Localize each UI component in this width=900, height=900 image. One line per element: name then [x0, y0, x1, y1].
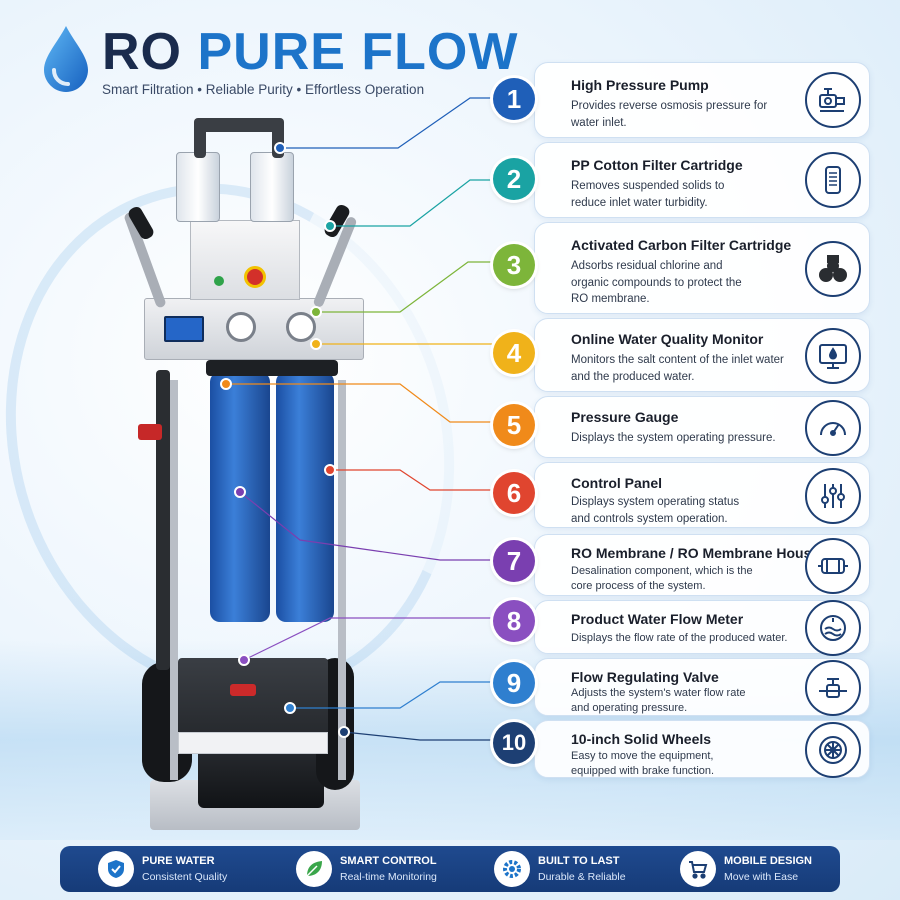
footer-feature-name: BUILT TO LAST	[538, 855, 620, 867]
shield-check-icon	[98, 851, 134, 887]
footer-feature-name: PURE WATER	[142, 855, 215, 867]
feature-title: Pressure Gauge	[571, 409, 679, 425]
feature-number-badge: 9	[493, 662, 535, 704]
carbon-filter-housing	[250, 152, 294, 222]
water-quality-display-icon	[164, 316, 204, 342]
footer-feature-sub: Durable & Reliable	[538, 871, 626, 883]
feature-number-badge: 4	[493, 332, 535, 374]
feature-desc: Adsorbs residual chlorine and organic co…	[571, 260, 742, 305]
membrane-housing-left	[210, 372, 270, 622]
feature-desc: Displays the system operating pressure.	[571, 432, 776, 444]
top-pipe-left	[194, 118, 206, 158]
feature-card-water-quality-monitor: Online Water Quality Monitor Monitors th…	[534, 318, 870, 392]
feature-number-badge: 1	[493, 78, 535, 120]
feature-title: Online Water Quality Monitor	[571, 331, 764, 347]
top-piping	[194, 118, 284, 132]
ro-machine-illustration	[120, 110, 370, 830]
footer-feature-name: SMART CONTROL	[340, 855, 437, 867]
feature-number-badge: 6	[493, 472, 535, 514]
feature-number-badge: 10	[493, 722, 535, 764]
pressure-gauge-icon	[286, 312, 316, 342]
flow-meter-icon	[805, 600, 861, 656]
brand-tagline: Smart Filtration • Reliable Purity • Eff…	[102, 82, 425, 97]
feature-title: High Pressure Pump	[571, 77, 709, 93]
emergency-stop-button-icon	[244, 266, 266, 288]
feature-card-flow-meter: Product Water Flow Meter Displays the fl…	[534, 600, 870, 656]
carbon-granules-icon	[805, 241, 861, 297]
pp-cotton-filter-housing	[176, 152, 220, 222]
gear-icon	[494, 851, 530, 887]
side-pipe-left	[156, 370, 170, 670]
feature-card-ro-membrane: RO Membrane / RO Membrane Housing Desali…	[534, 534, 870, 596]
white-bracket	[178, 732, 328, 754]
feature-desc: Provides reverse osmosis pressure for wa…	[571, 100, 768, 129]
feature-card-control-panel: Control Panel Displays system operating …	[534, 462, 870, 528]
feature-card-flow-regulating-valve: Flow Regulating Valve Adjusts the system…	[534, 658, 870, 716]
feature-desc: Monitors the salt content of the inlet w…	[571, 354, 784, 383]
footer-feature-sub: Real-time Monitoring	[340, 871, 437, 883]
frame-post-right	[338, 380, 346, 780]
feature-desc: Displays system operating status and con…	[571, 496, 740, 525]
footer-feature-bar: PURE WATER Consistent Quality SMART CONT…	[60, 846, 840, 892]
feature-title: 10-inch Solid Wheels	[571, 731, 712, 747]
feature-card-pp-cotton-filter: PP Cotton Filter Cartridge Removes suspe…	[534, 142, 870, 218]
green-indicator-light	[214, 276, 224, 286]
leaf-icon	[296, 851, 332, 887]
housing-caps	[206, 360, 338, 376]
feature-desc: Desalination component, which is the cor…	[571, 565, 753, 592]
pump-icon	[805, 72, 861, 128]
feature-title: Activated Carbon Filter Cartridge	[571, 237, 792, 253]
gauge-icon	[805, 400, 861, 456]
footer-feature-sub: Consistent Quality	[142, 871, 228, 883]
feature-number-badge: 8	[493, 600, 535, 642]
footer-feature-sub: Move with Ease	[724, 871, 799, 883]
water-drop-icon	[44, 26, 88, 92]
brand-title: RO PURE FLOW	[102, 23, 519, 81]
feature-number-badge: 5	[493, 404, 535, 446]
feature-title: PP Cotton Filter Cartridge	[571, 157, 743, 173]
feature-card-high-pressure-pump: High Pressure Pump Provides reverse osmo…	[534, 62, 870, 138]
feature-desc: Removes suspended solids to reduce inlet…	[571, 180, 725, 209]
feature-desc: Easy to move the equipment, equipped wit…	[571, 750, 715, 777]
feature-card-solid-wheels: 10-inch Solid Wheels Easy to move the eq…	[534, 720, 870, 778]
monitor-icon	[805, 328, 861, 384]
feature-title: Flow Regulating Valve	[571, 669, 719, 685]
feature-number-badge: 3	[493, 244, 535, 286]
feature-title: RO Membrane / RO Membrane Housing	[571, 545, 833, 561]
feature-title: Product Water Flow Meter	[571, 611, 744, 627]
footer-feature-name: MOBILE DESIGN	[724, 855, 813, 867]
feature-number-badge: 7	[493, 540, 535, 582]
feature-card-activated-carbon-filter: Activated Carbon Filter Cartridge Adsorb…	[534, 222, 870, 314]
top-pipe-right	[272, 118, 284, 158]
wheel-icon	[805, 722, 861, 778]
filter-cartridge-icon	[805, 152, 861, 208]
feature-number-badge: 2	[493, 158, 535, 200]
electrical-box	[190, 220, 300, 300]
cart-icon	[680, 851, 716, 887]
feature-card-pressure-gauge: Pressure Gauge Displays the system opera…	[534, 396, 870, 458]
pressure-gauge-icon	[226, 312, 256, 342]
sliders-icon	[805, 468, 861, 524]
feature-desc: Adjusts the system's water flow rate and…	[571, 687, 746, 714]
membrane-housing-icon	[805, 538, 861, 594]
flow-regulating-valve	[230, 684, 256, 696]
feature-title: Control Panel	[571, 475, 663, 491]
frame-post-left	[170, 380, 178, 780]
membrane-housing-right	[276, 372, 334, 622]
feature-desc: Displays the flow rate of the produced w…	[571, 632, 788, 644]
red-valve-handle	[138, 424, 162, 440]
valve-icon	[805, 660, 861, 716]
